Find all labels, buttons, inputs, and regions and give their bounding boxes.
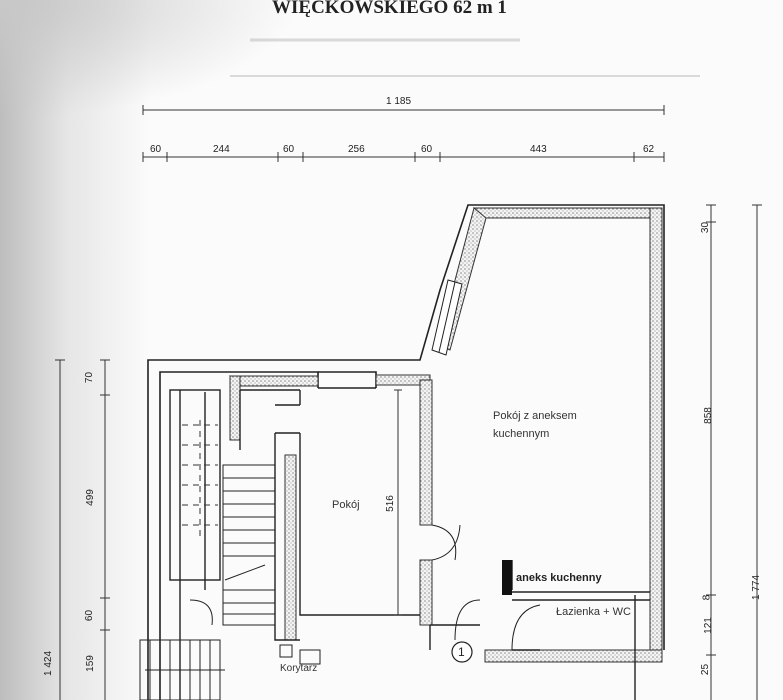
marker-number: 1	[458, 645, 465, 659]
dim-seg-1: 60	[150, 144, 162, 155]
outer-walls	[147, 204, 665, 700]
corridor-blocks	[279, 644, 321, 665]
hatched-walls	[228, 207, 663, 663]
paper-shadow-top	[0, 0, 300, 120]
faded-header-lines	[230, 38, 700, 77]
marker-circle	[451, 641, 473, 663]
room-label-corridor: Korytarz	[280, 663, 318, 674]
door-swings	[189, 524, 541, 651]
room-label-pokoj: Pokój	[332, 499, 360, 511]
dim-seg-3: 60	[283, 144, 295, 155]
room-label-bathroom: Łazienka + WC	[556, 606, 631, 618]
dim-overall-width: 1 185	[386, 96, 412, 107]
dim-right-main: 858	[702, 407, 714, 424]
dim-left-total: 1 424	[43, 650, 55, 677]
top-dimension-lines	[142, 105, 665, 162]
room-label-living-kitchen-1: Pokój z aneksem	[493, 410, 577, 422]
dim-right-lower-a: 8	[701, 594, 713, 601]
dim-seg-7: 62	[643, 144, 655, 155]
dim-right-top: 30	[700, 221, 712, 234]
dim-seg-6: 443	[530, 144, 547, 155]
room-label-kitchenette: aneks kuchenny	[516, 572, 602, 584]
dim-left-top: 70	[84, 371, 96, 384]
room-label-living-kitchen-2: kuchennym	[493, 428, 550, 440]
lower-stairs	[139, 639, 225, 700]
right-dimension-lines	[706, 204, 762, 700]
dim-left-mid: 60	[84, 609, 96, 622]
angled-window	[431, 279, 463, 356]
kitchen-counter	[502, 560, 512, 595]
dim-seg-5: 60	[421, 144, 433, 155]
dim-seg-2: 244	[213, 144, 230, 155]
dim-left-low: 159	[84, 655, 96, 672]
staircase	[222, 464, 276, 626]
dim-right-lower-b: 121	[702, 617, 714, 634]
dim-right-total: 1 774	[751, 574, 763, 601]
dashed-stairs	[182, 420, 218, 540]
page-title: WIĘCKOWSKIEGO 62 m 1	[272, 0, 507, 18]
left-dimension-lines	[55, 359, 110, 700]
dim-room-inner: 516	[384, 495, 396, 512]
dim-right-lower-c: 25	[700, 663, 712, 676]
dim-left-main: 499	[84, 489, 96, 506]
room-dimension-line	[394, 389, 402, 616]
dim-seg-4: 256	[348, 144, 365, 155]
